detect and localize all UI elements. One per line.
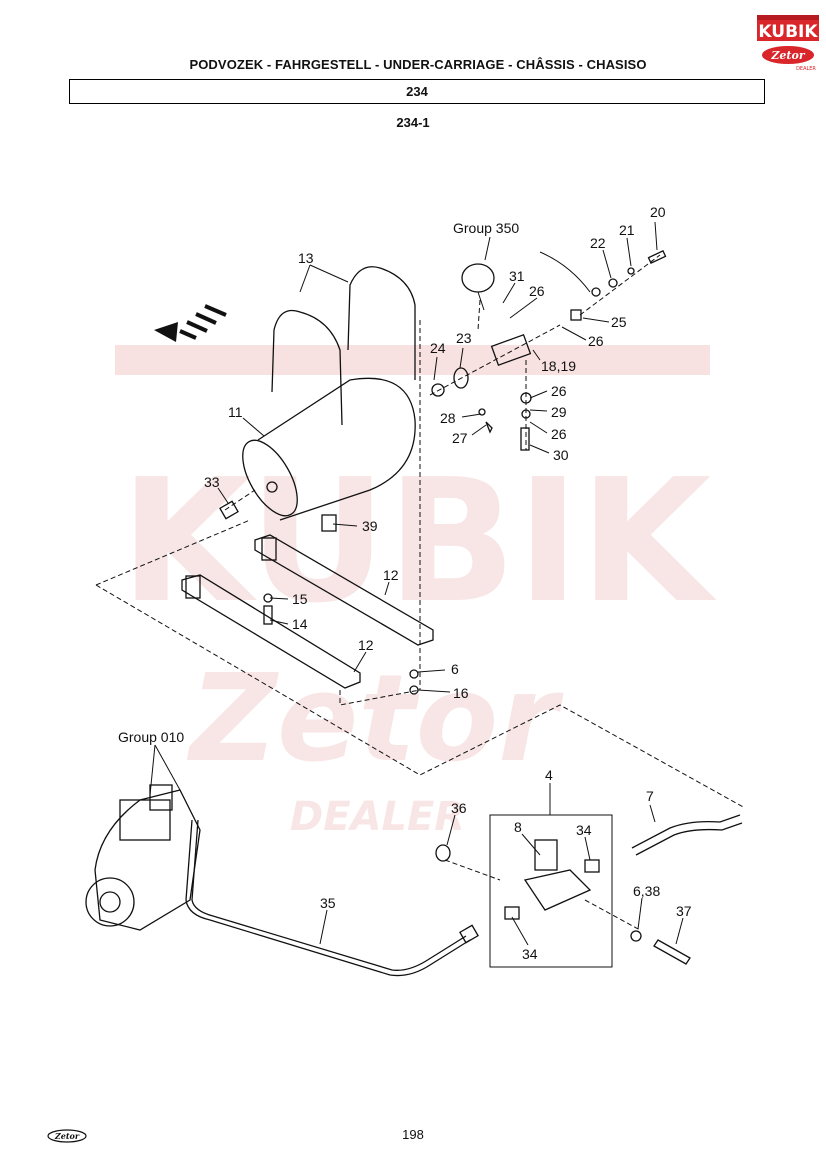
part-label: 12: [383, 567, 399, 583]
leader-lines: [149, 221, 684, 946]
part-number-labels: 20 21 22 31 26 25 26 13 23 24 18,19 26 2…: [204, 204, 692, 962]
logo-brand: KUBIK: [758, 22, 818, 42]
part-label: 23: [456, 330, 472, 346]
watermark-sub: Zetor: [186, 650, 564, 789]
compressor: [85, 784, 201, 931]
tank-fittings: [219, 250, 667, 695]
part-label: 8: [514, 819, 522, 835]
part-label: 14: [292, 616, 308, 632]
part-label: 35: [320, 895, 336, 911]
part-label: 39: [362, 518, 378, 534]
part-label: 6,38: [633, 883, 660, 899]
logo-sub: Zetor: [770, 49, 805, 62]
part-label: 34: [576, 822, 592, 838]
watermark-brand: KUBIK: [120, 443, 717, 641]
part-label: 25: [611, 314, 627, 330]
kubik-logo: KUBIK Zetor DEALER: [757, 15, 819, 72]
watermark: KUBIK Zetor DEALER: [115, 345, 717, 840]
group-350-label: Group 350: [453, 220, 519, 236]
frame-brackets: [181, 534, 434, 689]
pipe-35: [185, 819, 479, 977]
part-label: 34: [522, 946, 538, 962]
section-number: 234: [406, 84, 428, 99]
part-label: 30: [553, 447, 569, 463]
pressure-regulator: [435, 814, 613, 968]
part-label: 27: [452, 430, 468, 446]
footer-zetor-logo: Zetor: [47, 1129, 87, 1143]
part-label: 26: [551, 426, 567, 442]
assembly-lines: [95, 254, 746, 931]
part-label: 12: [358, 637, 374, 653]
logo-tag: DEALER: [796, 66, 816, 72]
part-label: 6: [451, 661, 459, 677]
part-label: 13: [298, 250, 314, 266]
bolt-37: [630, 930, 691, 965]
part-label: 11: [228, 404, 243, 420]
part-label: 15: [292, 591, 308, 607]
part-label: 37: [676, 903, 692, 919]
part-label: 21: [619, 222, 635, 238]
part-label: 26: [588, 333, 604, 349]
part-label: 26: [529, 283, 545, 299]
group-010-label: Group 010: [118, 729, 184, 745]
part-label: 18,19: [541, 358, 576, 374]
u-bolts: [271, 266, 416, 426]
part-label: 28: [440, 410, 456, 426]
part-label: 4: [545, 767, 553, 783]
part-label: 7: [646, 788, 654, 804]
part-label: 31: [509, 268, 525, 284]
page-title: PODVOZEK - FAHRGESTELL - UNDER-CARRIAGE …: [189, 57, 647, 72]
part-label: 16: [453, 685, 469, 701]
direction-arrow: [154, 304, 227, 342]
section-number-box: 234: [69, 79, 765, 104]
watermark-tag: DEALER: [290, 794, 465, 840]
part-label: 29: [551, 404, 567, 420]
subsection-number: 234-1: [396, 115, 430, 130]
footer-logo-text: Zetor: [54, 1131, 80, 1141]
part-label: 36: [451, 800, 467, 816]
part-label: 33: [204, 474, 220, 490]
part-label: 20: [650, 204, 666, 220]
page-number: 198: [402, 1127, 424, 1142]
hose-7: [631, 814, 743, 856]
part-label: 22: [590, 235, 606, 251]
part-label: 26: [551, 383, 567, 399]
part-label: 24: [430, 340, 446, 356]
air-tank: [242, 377, 416, 521]
